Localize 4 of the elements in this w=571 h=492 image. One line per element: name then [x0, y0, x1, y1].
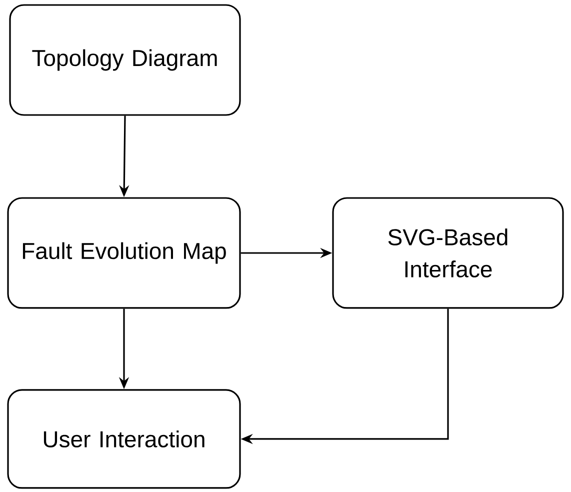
process-box: User Interaction — [7, 389, 241, 489]
process-box: Fault Evolution Map — [7, 197, 241, 309]
process-box: Topology Diagram — [9, 4, 241, 116]
process-box: SVG-Based Interface — [332, 197, 564, 309]
